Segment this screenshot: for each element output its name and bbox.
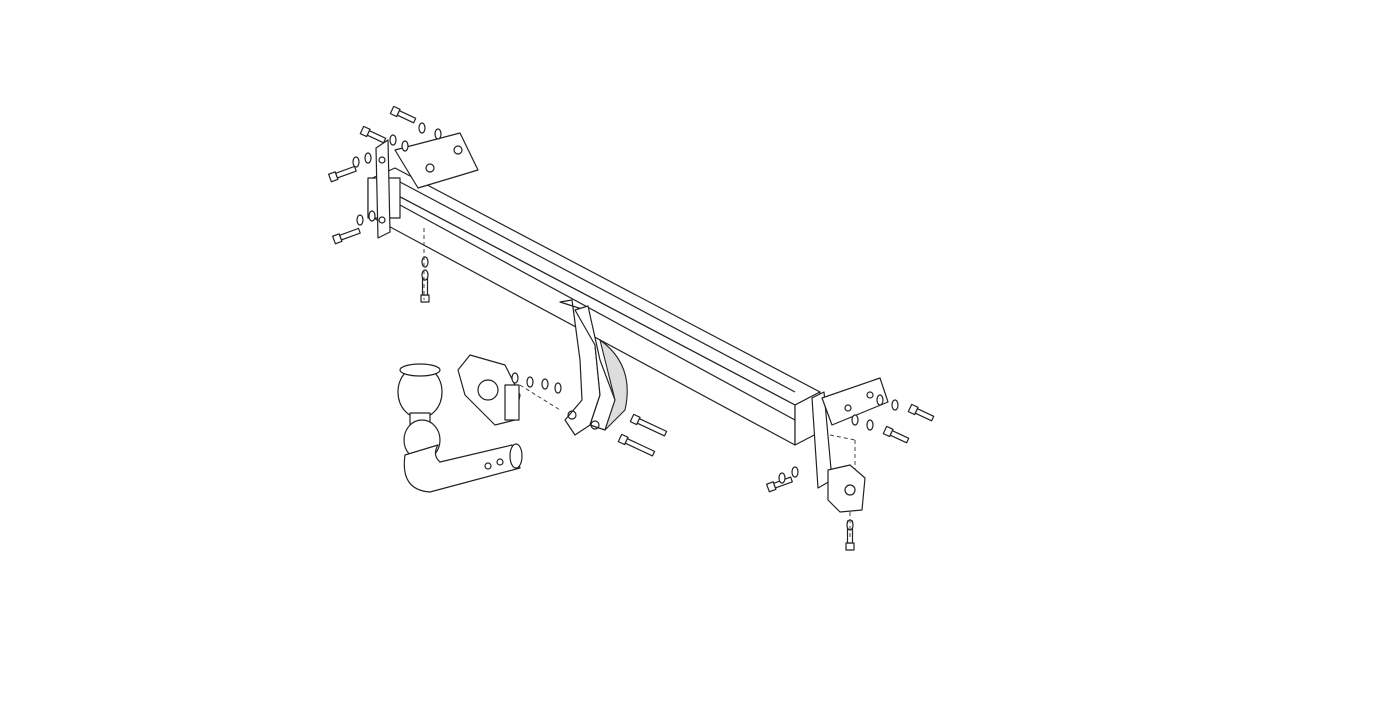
washer [368,210,376,222]
bolt [907,403,935,422]
washer [891,399,899,411]
bolt [617,433,656,457]
socket-plate [457,354,521,426]
washer [541,378,549,390]
washer [352,156,360,168]
washer [418,122,426,134]
fasteners [328,105,935,551]
assembly-lines [423,228,856,540]
washer [851,414,859,426]
washer [389,134,397,146]
washer [364,152,372,164]
center-neck-bracket [559,299,628,436]
washer [866,419,874,431]
bolt [359,125,387,144]
tow-ball [397,363,523,493]
bolt [389,105,417,124]
washer [421,256,429,268]
bolt [332,227,361,245]
washer [356,214,364,226]
right-mounting-bracket [811,377,889,513]
bolt [328,165,357,183]
washer [421,269,429,281]
washer [554,382,562,394]
bolt [882,425,910,444]
washer [791,466,799,478]
washer [778,472,786,484]
washer [876,394,884,406]
bolt [629,413,668,437]
washer [511,372,519,384]
washer [526,376,534,388]
washer [401,140,409,152]
washer [434,128,442,140]
